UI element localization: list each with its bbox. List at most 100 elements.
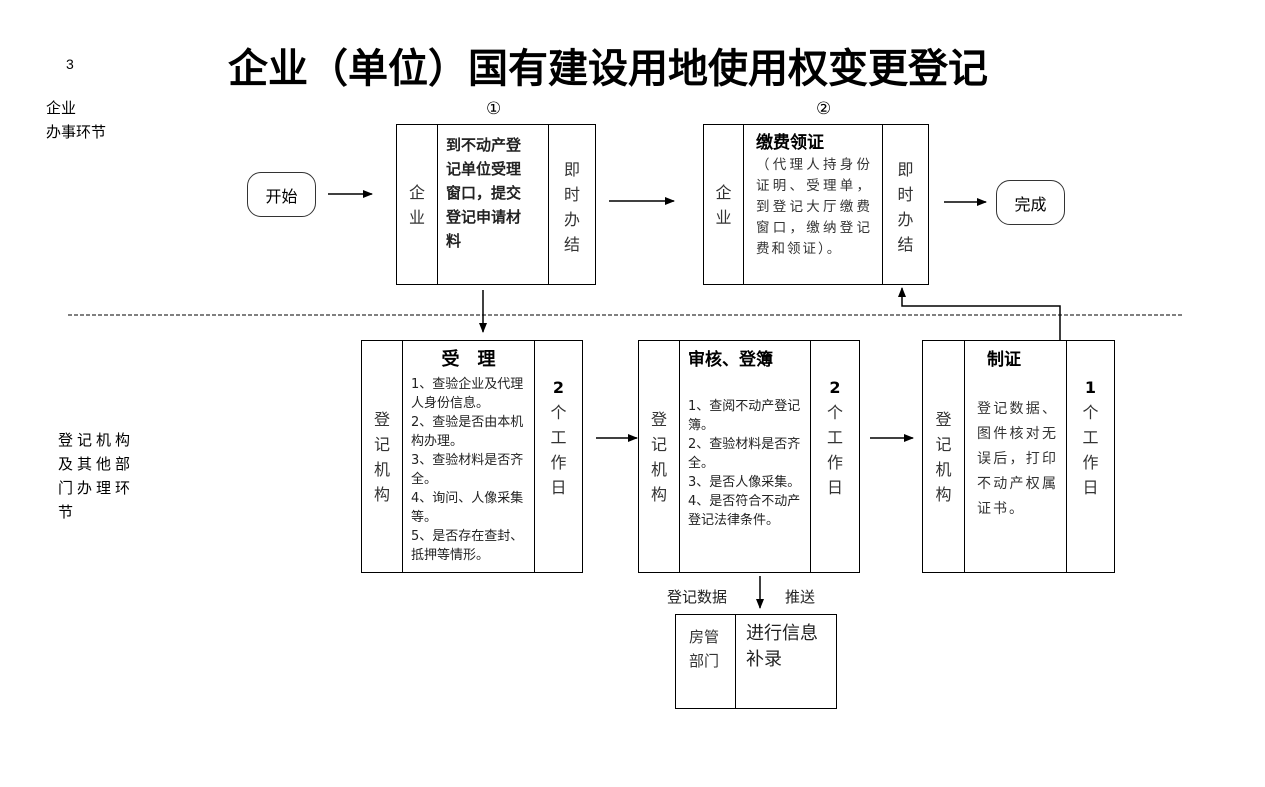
end-terminal: 完成	[996, 180, 1065, 225]
check-item: 1、查验企业及代理人身份信息。	[411, 377, 524, 411]
actor-line: 部门	[689, 652, 720, 670]
check-item: 1、查阅不动产登记簿。	[688, 399, 801, 433]
page-title: 企业（单位）国有建设用地使用权变更登记	[228, 45, 988, 92]
time-char: 日	[1082, 478, 1099, 497]
step-body: 缴费领证 （代理人持身份证明、受理单，到登记大厅缴费窗口，缴纳登记费和领证）。	[743, 125, 882, 284]
actor-cell: 房管 部门	[676, 615, 735, 708]
step-submit-application: 企 业 到不动产登 记单位受理 窗口，提交 登记申请材 料 即 时 办 结	[396, 124, 596, 285]
body-line: 记单位受理	[446, 160, 522, 178]
actor-char: 登	[373, 409, 390, 429]
step-marker-1: ①	[486, 99, 502, 119]
push-label: 推送	[785, 588, 816, 606]
body-line: 料	[446, 232, 462, 250]
step-body: 进行信息 补录	[735, 615, 836, 708]
time-char: 个	[826, 403, 843, 422]
actor-char: 登	[935, 409, 952, 429]
actor-char: 记	[935, 434, 952, 454]
step-heading: 制证	[987, 350, 1021, 370]
time-cell: 1 个 工 作 日	[1066, 341, 1114, 572]
step-pay-and-collect: 企 业 缴费领证 （代理人持身份证明、受理单，到登记大厅缴费窗口，缴纳登记费和领…	[703, 124, 929, 285]
check-item: 5、是否存在查封、抵押等情形。	[411, 529, 524, 563]
actor-cell: 登 记 机 构	[362, 341, 402, 572]
actor-char: 构	[373, 484, 390, 504]
actor-char: 机	[935, 459, 952, 479]
body-line: 补录	[746, 649, 782, 670]
lane-label-enterprise: 企业 办事环节	[46, 96, 106, 144]
time-char: 个	[1082, 403, 1099, 422]
step-body: 制证 登记数据、图件核对无误后，打印不动产权属证书。	[964, 341, 1066, 572]
step-body: 到不动产登 记单位受理 窗口，提交 登记申请材 料	[437, 125, 548, 284]
check-item: 3、查验材料是否齐全。	[411, 453, 524, 487]
step-description: 登记数据、图件核对无误后，打印不动产权属证书。	[977, 401, 1058, 517]
time-cell: 2 个 工 作 日	[534, 341, 582, 572]
lane-label-line: 及其他部	[58, 455, 135, 473]
actor-char: 构	[650, 484, 667, 504]
step-accept: 登 记 机 构 受 理 1、查验企业及代理人身份信息。 2、查验是否由本机构办理…	[361, 340, 583, 573]
lane-label-line: 企业	[46, 99, 77, 117]
time-char: 个	[550, 403, 567, 422]
body-line: 到不动产登	[446, 136, 522, 154]
time-cell: 即 时 办 结	[548, 125, 595, 284]
actor-char: 机	[373, 459, 390, 479]
time-char: 工	[826, 428, 843, 447]
check-item: 4、是否符合不动产登记法律条件。	[688, 494, 801, 528]
arrow-certify-to-step2	[898, 287, 1061, 340]
lane-label-line: 门办理环	[58, 479, 135, 497]
lane-label-line: 登记机构	[58, 431, 135, 449]
time-char: 作	[826, 453, 843, 472]
step-housing-supplement: 房管 部门 进行信息 补录	[675, 614, 837, 709]
actor-char: 企	[408, 182, 425, 202]
time-char: 办	[897, 210, 914, 229]
page-number: 3	[66, 56, 74, 72]
actor-char: 机	[650, 459, 667, 479]
actor-char: 记	[373, 434, 390, 454]
time-char: 工	[1082, 428, 1099, 447]
body-line: 进行信息	[746, 623, 818, 644]
check-item: 2、查验材料是否齐全。	[688, 437, 801, 471]
time-number: 1	[1084, 378, 1097, 397]
check-item: 3、是否人像采集。	[688, 475, 801, 490]
time-char: 结	[897, 235, 914, 254]
step-body: 受 理 1、查验企业及代理人身份信息。 2、查验是否由本机构办理。 3、查验材料…	[402, 341, 534, 572]
actor-char: 企	[715, 182, 732, 202]
time-char: 办	[563, 210, 580, 229]
step-heading: 受 理	[441, 349, 496, 370]
time-char: 即	[563, 160, 580, 179]
check-item: 2、查验是否由本机构办理。	[411, 415, 524, 449]
step-heading: 缴费领证	[756, 133, 824, 153]
time-char: 日	[550, 478, 567, 497]
step-marker-2: ②	[816, 99, 832, 119]
actor-line: 房管	[689, 628, 720, 646]
actor-cell: 登 记 机 构	[639, 341, 679, 572]
time-char: 时	[563, 185, 580, 204]
time-number: 2	[552, 378, 565, 397]
step-heading: 审核、登簿	[688, 350, 773, 370]
actor-char: 业	[408, 207, 425, 227]
actor-char: 业	[715, 207, 732, 227]
time-char: 日	[826, 478, 843, 497]
lane-label-line: 节	[58, 503, 78, 521]
start-terminal: 开始	[247, 172, 316, 217]
step-body: 审核、登簿 1、查阅不动产登记簿。 2、查验材料是否齐全。 3、是否人像采集。 …	[679, 341, 810, 572]
actor-char: 登	[650, 409, 667, 429]
time-char: 作	[550, 453, 567, 472]
actor-char: 记	[650, 434, 667, 454]
step-issue-certificate: 登 记 机 构 制证 登记数据、图件核对无误后，打印不动产权属证书。 1 个 工…	[922, 340, 1115, 573]
time-char: 工	[550, 428, 567, 447]
time-char: 结	[563, 235, 580, 254]
actor-cell: 企 业	[704, 125, 743, 284]
push-data-label: 登记数据	[667, 588, 728, 606]
time-char: 作	[1082, 453, 1099, 472]
step-review-register: 登 记 机 构 审核、登簿 1、查阅不动产登记簿。 2、查验材料是否齐全。 3、…	[638, 340, 860, 573]
time-char: 即	[897, 160, 914, 179]
check-item: 4、询问、人像采集等。	[411, 491, 524, 525]
step-description: （代理人持身份证明、受理单，到登记大厅缴费窗口，缴纳登记费和领证）。	[756, 157, 872, 257]
time-number: 2	[829, 378, 841, 397]
body-line: 登记申请材	[446, 208, 522, 226]
lane-label-registry: 登记机构 及其他部 门办理环 节	[58, 428, 148, 524]
body-line: 窗口，提交	[446, 184, 522, 202]
time-cell: 2 个 工 作 日	[810, 341, 859, 572]
lane-label-line: 办事环节	[46, 123, 107, 141]
actor-char: 构	[935, 484, 952, 504]
